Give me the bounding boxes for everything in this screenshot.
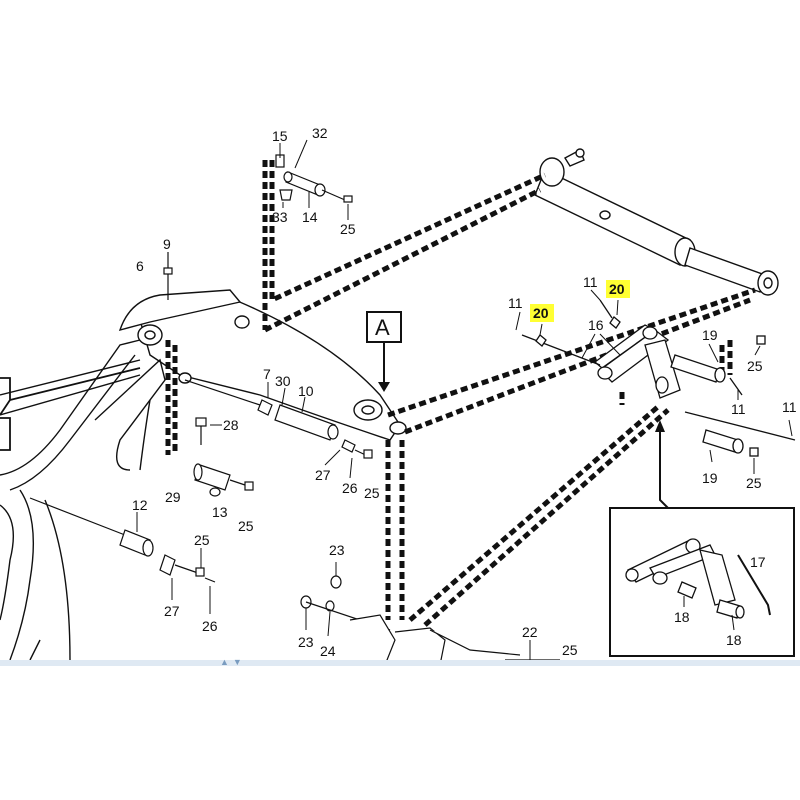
label-26: 26 [202,618,218,634]
link-assembly-right [521,299,796,457]
label-11: 11 [782,399,797,415]
label-27: 27 [315,467,331,483]
detail-callout-A: A [366,311,402,392]
label-12: 12 [132,497,148,513]
pin-assembly-middle [184,379,373,459]
label-6: 6 [136,258,144,274]
label-15: 15 [272,128,288,144]
pin-assembly-rod-12 [29,497,216,583]
label-20: 20 [609,281,625,297]
bolt-9 [163,252,173,300]
pin-assembly-top [275,154,353,203]
hydraulic-cylinder [534,148,779,296]
detail-inset [609,420,795,657]
label-9: 9 [163,236,171,252]
label-25: 25 [747,358,763,374]
label-32: 32 [312,125,328,141]
label-29: 29 [165,489,181,505]
label-19: 19 [702,470,718,486]
bucket-linkage-bottom [300,575,560,665]
label-28: 28 [223,417,239,433]
blank-area [0,666,800,800]
label-33: 33 [272,209,288,225]
label-25: 25 [340,221,356,237]
label-16: 16 [588,317,604,333]
machine-frame [0,339,166,661]
label-20: 20 [533,305,549,321]
label-23: 23 [329,542,345,558]
dashed-connectors [165,160,756,627]
label-25: 25 [562,642,578,658]
label-17: 17 [750,554,766,570]
callout-bracket-left [0,367,141,416]
parts-diagram: A 15 32 33 14 25 9 6 7 [0,125,797,665]
boom-arm [118,289,407,441]
svg-text:A: A [375,315,390,340]
highlight-20a [530,304,554,322]
label-19: 19 [702,327,718,343]
pin-assembly-lower-left [193,417,254,497]
label-24: 24 [320,643,336,659]
label-11: 11 [583,274,598,290]
label-18: 18 [726,632,742,648]
label-11: 11 [731,401,746,417]
scroll-arrows-icon[interactable]: ▲▼ [220,657,246,667]
label-27: 27 [164,603,180,619]
label-11: 11 [508,295,523,311]
label-25: 25 [194,532,210,548]
label-23: 23 [298,634,314,650]
label-18: 18 [674,609,690,625]
label-26: 26 [342,480,358,496]
label-30: 30 [275,373,291,389]
label-22: 22 [522,624,538,640]
label-14: 14 [302,209,318,225]
label-25: 25 [364,485,380,501]
horizontal-scrollbar[interactable] [0,660,800,666]
part-labels: 15 32 33 14 25 9 6 7 30 10 28 29 13 25 2… [132,125,797,659]
label-10: 10 [298,383,314,399]
label-13: 13 [212,504,228,520]
label-25: 25 [238,518,254,534]
label-7: 7 [263,366,271,382]
highlight-20b [606,280,630,298]
label-25: 25 [746,475,762,491]
